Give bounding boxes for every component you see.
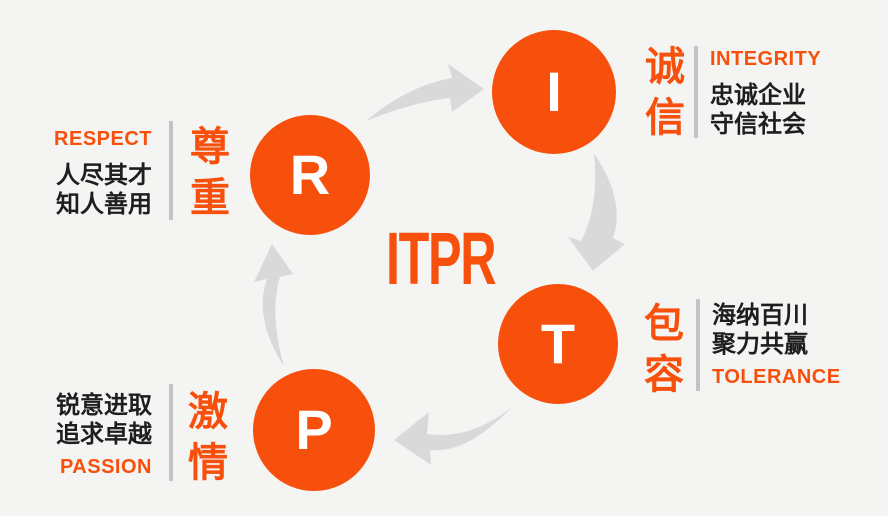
- block-integrity: INTEGRITY 忠诚企业 守信社会: [710, 49, 821, 139]
- arrow-p-to-r: [254, 244, 293, 366]
- block-tolerance: 海纳百川 聚力共赢 TOLERANCE: [712, 301, 841, 387]
- divider-passion: [169, 384, 173, 481]
- desc-passion-line2: 追求卓越: [56, 421, 152, 448]
- en-word-passion: PASSION: [59, 456, 152, 478]
- cn-word-respect: 尊重: [184, 125, 228, 227]
- desc-passion-line1: 锐意进取: [56, 392, 152, 419]
- circle-respect: R: [250, 115, 370, 235]
- block-respect: RESPECT 人尽其才 知人善用: [36, 129, 152, 219]
- circle-integrity: I: [492, 30, 616, 154]
- en-word-respect: RESPECT: [54, 128, 152, 150]
- desc-respect-line2: 知人善用: [56, 191, 152, 218]
- circle-letter-p: P: [295, 398, 333, 461]
- desc-respect-line1: 人尽其才: [56, 162, 152, 189]
- desc-integrity-line2: 守信社会: [710, 111, 806, 138]
- center-title: ITPR: [386, 217, 497, 300]
- desc-tolerance-line2: 聚力共赢: [712, 331, 808, 358]
- en-word-integrity: INTEGRITY: [710, 48, 822, 70]
- cn-word-passion: 激情: [182, 390, 226, 492]
- en-word-tolerance: TOLERANCE: [712, 366, 841, 388]
- circle-passion: P: [253, 369, 375, 491]
- cn-word-integrity: 诚信: [639, 45, 683, 147]
- block-passion: 锐意进取 追求卓越 PASSION: [36, 391, 152, 477]
- divider-respect: [169, 121, 173, 220]
- arrow-i-to-t: [568, 153, 625, 271]
- desc-integrity-line1: 忠诚企业: [710, 82, 806, 109]
- arrow-r-to-i: [366, 64, 484, 121]
- circle-letter-i: I: [546, 60, 562, 123]
- divider-integrity: [694, 46, 698, 138]
- arrow-t-to-p: [394, 406, 513, 465]
- desc-tolerance-line1: 海纳百川: [712, 302, 808, 329]
- circle-letter-t: T: [540, 312, 576, 375]
- circle-letter-r: R: [289, 143, 331, 206]
- circle-tolerance: T: [498, 284, 618, 404]
- cn-word-tolerance: 包容: [638, 302, 682, 404]
- divider-tolerance: [696, 299, 700, 391]
